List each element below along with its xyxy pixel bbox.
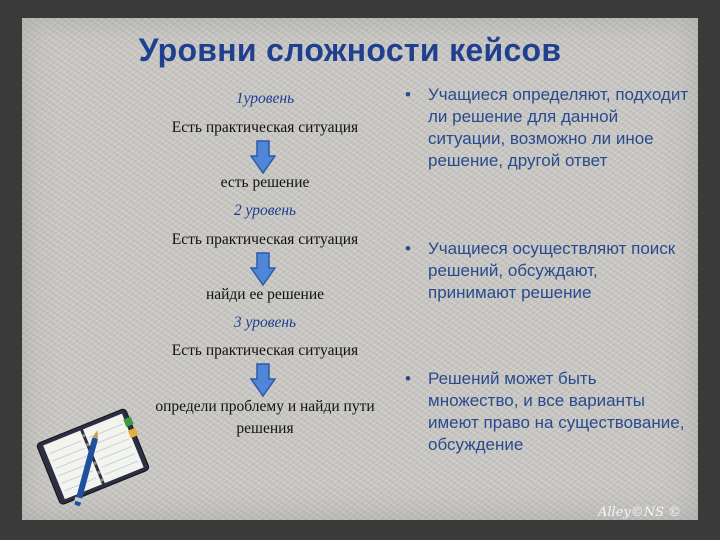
level-1-heading: 1уровень (235, 90, 295, 107)
bullet-text: Учащиеся осуществляют поиск решений, обс… (428, 239, 676, 302)
bullet-dot: • (405, 85, 411, 104)
down-arrow-icon (250, 363, 276, 397)
level-3-result-line2: решения (236, 420, 294, 437)
signature: Alley©NS © (598, 505, 682, 520)
down-arrow-icon (250, 140, 276, 174)
level-1-situation: Есть практическая ситуация (171, 119, 359, 136)
bullet-text: Решений может быть множество, и все вари… (428, 369, 685, 454)
level-3-heading: 3 уровень (233, 314, 297, 331)
level-1-result: есть решение (220, 174, 310, 191)
slide-title: Уровни сложности кейсов (138, 32, 562, 68)
bullet-dot: • (405, 369, 411, 388)
bullet-text: Учащиеся определяют, подходит ли решение… (428, 85, 689, 170)
down-arrow-icon (250, 252, 276, 286)
level-2-heading: 2 уровень (233, 202, 297, 219)
level-3-situation: Есть практическая ситуация (171, 342, 359, 359)
notebook-icon (36, 408, 150, 506)
level-3-result-line1: определи проблему и найди пути (155, 398, 375, 415)
level-2-result: найди ее решение (205, 286, 325, 303)
level-2-situation: Есть практическая ситуация (171, 231, 359, 248)
bullet-dot: • (405, 239, 411, 258)
